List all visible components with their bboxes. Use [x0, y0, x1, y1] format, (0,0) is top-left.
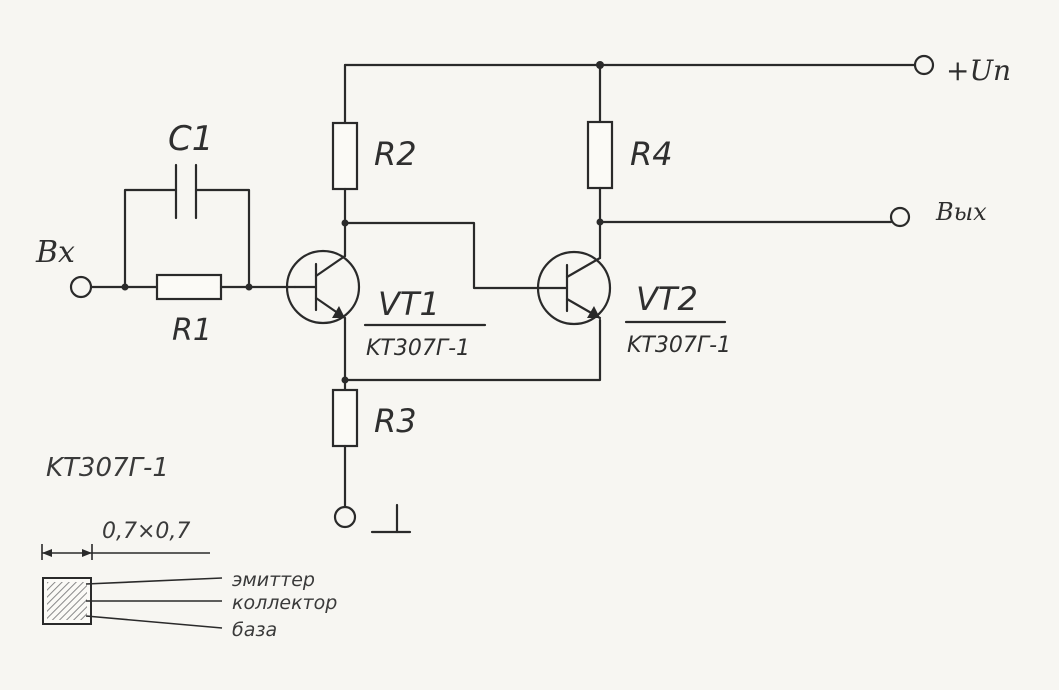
resistor-r3 — [331, 388, 359, 448]
output-terminal — [889, 206, 911, 228]
vt2-type: KT307Г-1 — [627, 333, 731, 358]
resistor-r1 — [155, 273, 223, 301]
r4-label: R4 — [630, 135, 673, 173]
package-dimension — [41, 544, 210, 560]
capacitor-c1 — [174, 163, 198, 220]
resistor-r2 — [331, 121, 359, 191]
supply-rail — [343, 61, 917, 69]
package-leads — [85, 577, 223, 629]
transistor-vt2 — [536, 250, 612, 326]
output-label: Вых — [935, 198, 987, 226]
ground-symbol — [370, 503, 412, 534]
transistor-vt1 — [285, 249, 361, 325]
vt1-type: KT307Г-1 — [366, 336, 470, 361]
r2-label: R2 — [374, 135, 417, 173]
input-label: Вх — [35, 235, 75, 270]
package-size: 0,7×0,7 — [102, 519, 190, 544]
supply-label: +Uп — [946, 54, 1011, 87]
vt1-label: VT1 — [378, 285, 440, 323]
supply-terminal — [913, 54, 935, 76]
vt2-label: VT2 — [636, 280, 698, 318]
resistor-r4 — [586, 120, 614, 190]
pin-emitter-label: эмиттер — [232, 569, 315, 591]
package-title: KT307Г-1 — [46, 453, 169, 483]
ground-terminal — [333, 505, 357, 529]
r3-label: R3 — [374, 402, 417, 440]
pin-collector-label: коллектор — [232, 592, 337, 614]
input-terminal — [69, 275, 93, 299]
package-outline — [42, 577, 92, 625]
r1-label: R1 — [172, 313, 212, 348]
pin-base-label: база — [232, 619, 277, 641]
c1-label: C1 — [168, 119, 213, 159]
